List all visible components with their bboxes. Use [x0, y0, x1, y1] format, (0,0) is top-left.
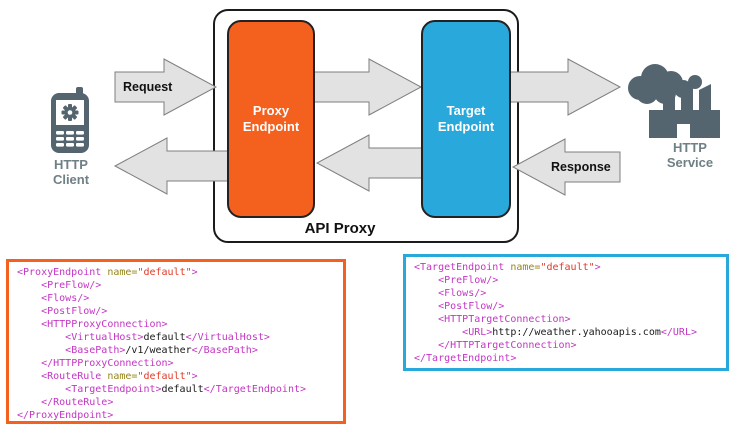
- factory-building: [649, 84, 720, 138]
- factory-icon: [628, 64, 720, 138]
- api-proxy-container: [213, 9, 519, 243]
- code-line: <HTTPProxyConnection>: [41, 319, 168, 330]
- code-line: <TargetEndpoint name="default">: [414, 262, 601, 273]
- proxy-endpoint-label: Proxy Endpoint: [242, 103, 300, 134]
- request-label: Request: [123, 80, 173, 94]
- code-line: </RouteRule>: [41, 397, 114, 408]
- http-client-figure: [51, 87, 91, 158]
- gear-icon: [61, 104, 79, 121]
- target-endpoint-code: <TargetEndpoint name="default"> <PreFlow…: [403, 254, 729, 371]
- code-line: <PostFlow/>: [41, 306, 108, 317]
- proxy-endpoint-box: Proxy Endpoint: [227, 20, 315, 218]
- proxy-endpoint-code: <ProxyEndpoint name="default"> <PreFlow/…: [6, 259, 346, 424]
- target-endpoint-box: Target Endpoint: [421, 20, 511, 218]
- code-line: </HTTPProxyConnection>: [41, 358, 174, 369]
- code-line: <VirtualHost>default</VirtualHost>: [65, 332, 270, 343]
- code-line: <RouteRule name="default">: [41, 371, 198, 382]
- api-proxy-label: API Proxy: [304, 220, 376, 237]
- code-line: <Flows/>: [438, 288, 487, 299]
- response-arrow: [511, 138, 621, 196]
- target-to-proxy-arrow: [315, 134, 426, 192]
- target-endpoint-label: Target Endpoint: [437, 103, 495, 134]
- http-service-figure: [625, 58, 720, 148]
- code-line: <TargetEndpoint>default</TargetEndpoint>: [65, 384, 307, 395]
- keypad: [56, 131, 84, 147]
- code-line: <PostFlow/>: [438, 301, 505, 312]
- code-line: <PreFlow/>: [41, 280, 102, 291]
- http-service-label: HTTP Service: [666, 140, 714, 170]
- mobile-phone-icon: [51, 87, 89, 153]
- code-line: <HTTPTargetConnection>: [438, 314, 571, 325]
- flow-arrows: [113, 58, 622, 196]
- response-to-client-arrow: [113, 137, 231, 195]
- code-line: <BasePath>/v1/weather</BasePath>: [65, 345, 258, 356]
- proxy-to-target-arrow: [302, 58, 423, 116]
- code-line: </HTTPTargetConnection>: [438, 340, 577, 351]
- code-line: <ProxyEndpoint name="default">: [17, 267, 198, 278]
- code-line: <Flows/>: [41, 293, 90, 304]
- request-arrow: [114, 58, 218, 116]
- http-client-label: HTTP Client: [52, 157, 90, 187]
- code-line: <URL>http://weather.yahooapis.com</URL>: [462, 327, 697, 338]
- target-to-service-arrow: [503, 58, 622, 116]
- response-label: Response: [551, 160, 611, 174]
- code-line: <PreFlow/>: [438, 275, 499, 286]
- code-line: </TargetEndpoint>: [414, 353, 517, 364]
- code-line: </ProxyEndpoint>: [17, 410, 114, 421]
